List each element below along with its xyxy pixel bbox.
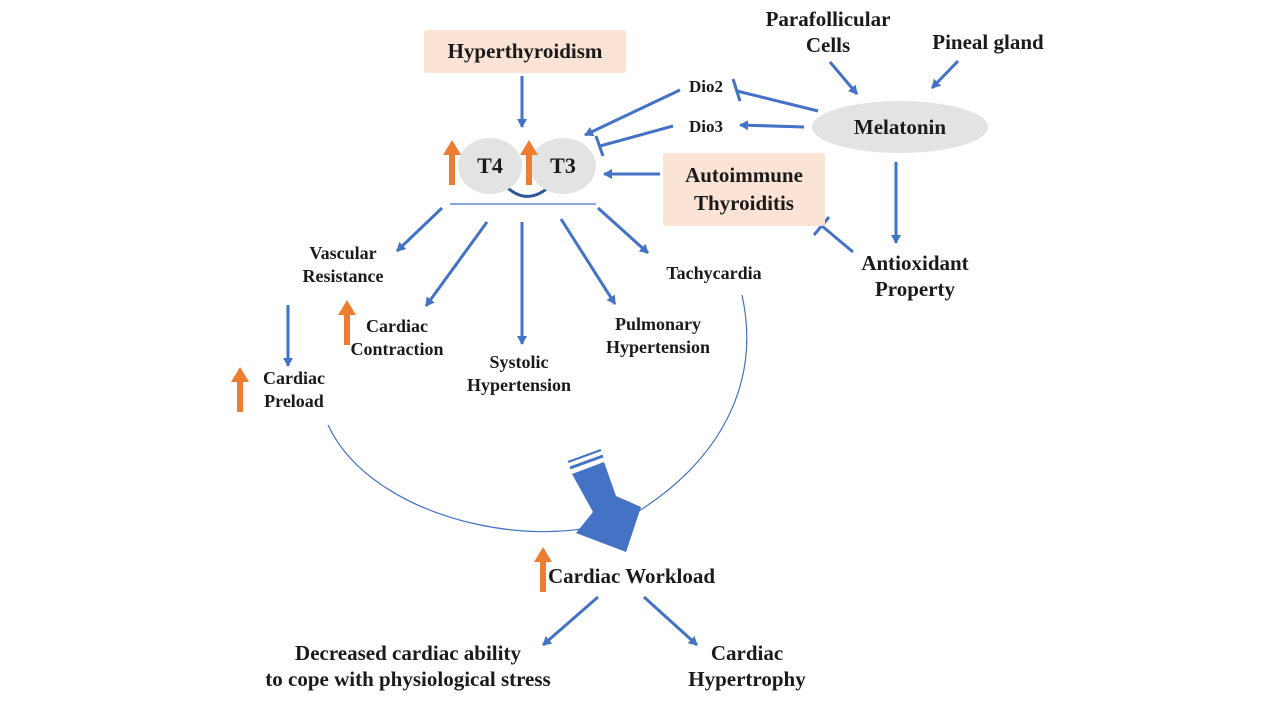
t3-label: T3	[550, 153, 576, 178]
systolic-hypertension-label: Systolic Hypertension	[466, 352, 571, 395]
pineal-gland-label: Pineal gland	[932, 30, 1044, 54]
t3-ellipse: T3	[530, 138, 596, 194]
cardiac-workload-label: Cardiac Workload	[548, 564, 716, 588]
arrow-melatonin-to-dio3	[739, 120, 805, 131]
arrow-pineal-to-melatonin	[930, 59, 960, 90]
inhibit-bar-dio2	[731, 78, 742, 102]
arrow-workload-to-decreased-ability	[542, 595, 599, 647]
increase-arrow-t3	[520, 140, 538, 185]
increase-arrow-cardiac-contraction	[338, 300, 356, 345]
increase-arrow-cardiac-workload	[534, 547, 552, 592]
decreased-cardiac-ability-label: Decreased cardiac ability to cope with p…	[265, 641, 551, 692]
vascular-resistance-label: Vascular Resistance	[302, 243, 384, 286]
increase-arrow-t4	[443, 140, 461, 185]
block-arrow-to-workload	[567, 449, 641, 552]
arrow-to-tachycardia	[596, 206, 650, 255]
arrow-workload-to-hypertrophy	[642, 595, 699, 647]
increase-arrow-cardiac-preload	[231, 367, 249, 412]
arrow-dio2-to-t3	[584, 88, 681, 137]
cardiac-hypertrophy-label: Cardiac Hypertrophy	[688, 641, 806, 692]
arrow-to-pulmonary-hypertension	[559, 218, 617, 305]
arrow-parafollicular-to-melatonin	[828, 61, 859, 95]
melatonin-ellipse: Melatonin	[812, 101, 988, 153]
t4-ellipse: T4	[458, 138, 522, 194]
tachycardia-label: Tachycardia	[666, 263, 762, 283]
autoimmune-thyroiditis-box: Autoimmune Thyroiditis	[663, 153, 825, 226]
arrow-to-vascular-resistance	[395, 206, 444, 253]
cardiac-preload-label: Cardiac Preload	[263, 368, 325, 411]
hyperthyroidism-label: Hyperthyroidism	[447, 38, 603, 63]
t4-label: T4	[477, 153, 503, 178]
arrow-to-cardiac-contraction	[424, 221, 489, 307]
inhibit-antioxidant-to-thyroiditis	[821, 224, 854, 254]
melatonin-label: Melatonin	[853, 114, 947, 139]
dio2-label: Dio2	[689, 77, 723, 96]
pulmonary-hypertension-label: Pulmonary Hypertension	[605, 314, 710, 357]
hyperthyroidism-box: Hyperthyroidism	[424, 30, 626, 73]
inhibit-bar-t3	[594, 135, 605, 157]
inhibit-dio3-to-t3	[599, 124, 674, 148]
dio3-label: Dio3	[689, 117, 723, 136]
cardiac-contraction-label: Cardiac Contraction	[350, 316, 444, 359]
parafollicular-cells-label: Parafollicular Cells	[765, 7, 891, 58]
inhibit-melatonin-to-dio2	[736, 89, 819, 113]
autoimmune-thyroiditis-label: Autoimmune Thyroiditis	[685, 163, 803, 215]
inhibit-bar-thyroiditis	[812, 216, 831, 236]
antioxidant-property-label: Antioxidant Property	[861, 251, 969, 302]
